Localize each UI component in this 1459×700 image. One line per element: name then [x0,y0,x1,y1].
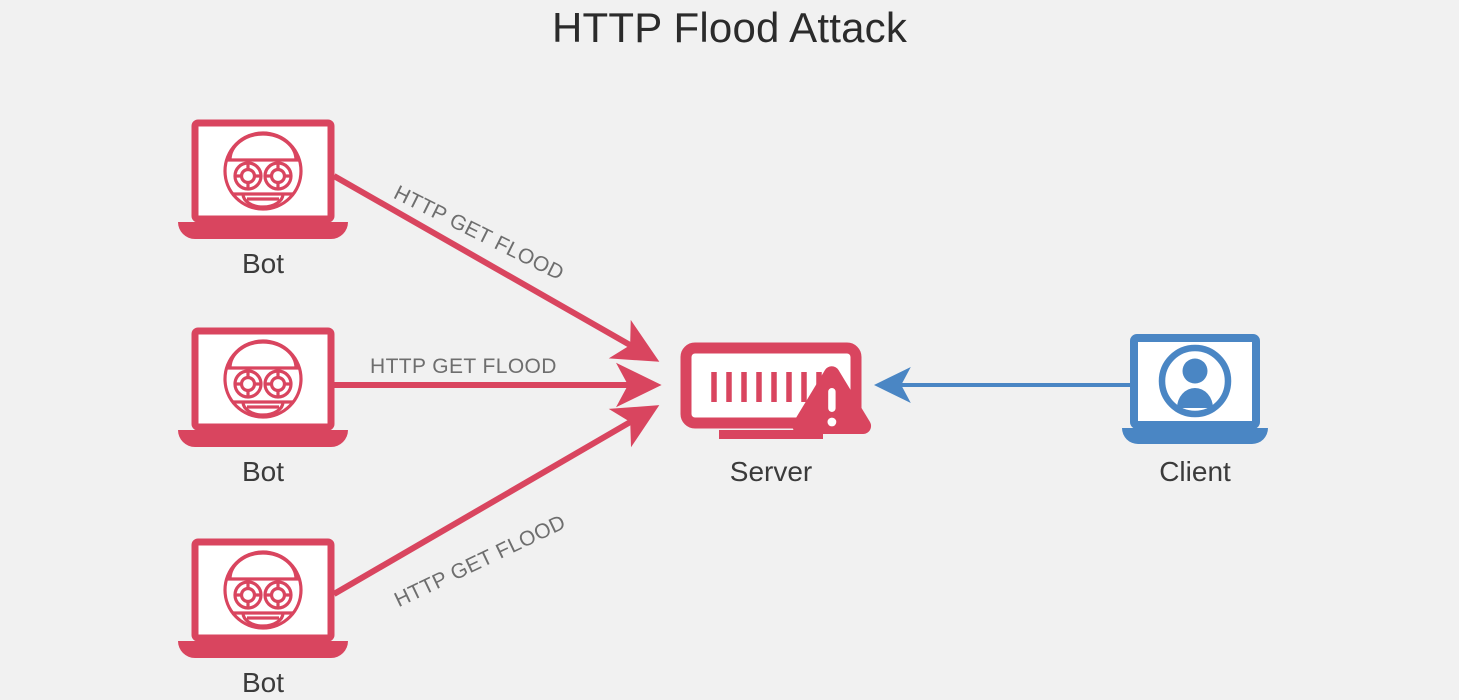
node-label-server: Server [729,456,813,487]
server-warning-icon [680,342,872,439]
edge-label-bot2-server: HTTP GET FLOOD [370,355,557,378]
bot-face-icon [223,550,303,630]
user-avatar-icon [1158,344,1232,418]
bot-laptop-icon [178,327,348,447]
client-laptop-icon [1122,334,1268,444]
bot-face-icon [223,339,303,419]
node-label-bot-1: Bot [241,248,285,279]
node-label-client: Client [1159,456,1231,487]
node-label-bot-2: Bot [241,456,285,487]
connector-bot3-to-server [332,405,660,597]
bot-laptop-icon [178,538,348,658]
connector-bot1-to-server [332,173,660,362]
warning-triangle-icon [792,366,872,434]
page-title: HTTP Flood Attack [551,4,908,51]
bot-laptop-icon [178,119,348,239]
bot-face-icon [223,131,303,211]
node-label-bot-3: Bot [241,667,285,698]
